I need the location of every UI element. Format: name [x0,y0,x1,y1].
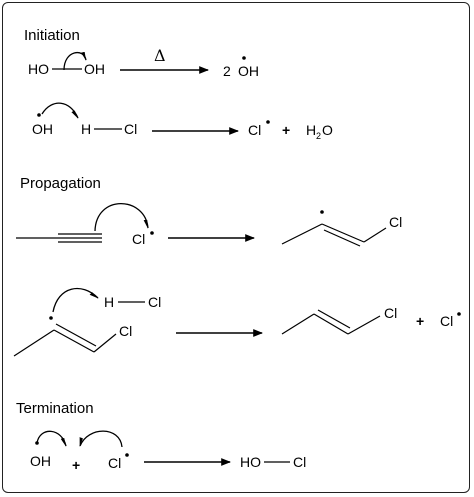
atom-oh: OH [84,61,105,77]
atom-cl: Cl [124,121,137,137]
atom-cl: Cl [389,214,402,230]
plus-sign: + [416,313,424,329]
double-bond-2 [323,229,361,247]
coupling-arrow-right [79,430,123,448]
c-cl-bond [363,227,387,243]
heat-delta: Δ [154,46,166,65]
radical-dot [266,120,270,124]
abstraction-arrow [52,288,99,313]
atom-ho: HO [28,61,49,77]
methyl-bond [281,223,323,245]
atom-h: H [81,121,91,137]
atom-cl: Cl [132,231,145,247]
atom-h: H [104,294,114,310]
double-bond-2 [317,309,351,329]
product-cl: Cl [248,122,261,138]
atom-cl: Cl [293,454,306,470]
addition-arrow [94,203,149,232]
radical-dot [37,113,41,117]
water-subscript: 2 [316,131,321,141]
atom-cl: Cl [384,305,397,321]
water-o: O [322,122,333,138]
homolysis-arrow [63,51,87,71]
coupling-arrow-left [36,430,67,447]
plus-sign: + [72,457,80,473]
double-bond-2 [55,323,97,347]
section-title-termination: Termination [16,400,94,417]
attack-arrow [41,102,79,119]
atom-oh: OH [30,453,51,469]
coefficient-two: 2 [223,63,231,79]
double-bond-1 [313,313,349,335]
water-h: H [306,122,316,138]
methyl-bond [13,329,55,357]
diagram-frame [2,2,470,493]
radical-dot [125,453,129,457]
product-oh: OH [238,63,259,79]
plus-sign: + [282,122,290,138]
radical-dot [49,316,53,320]
section-title-propagation: Propagation [20,175,101,192]
double-bond-1 [53,329,95,353]
radical-dot [320,210,324,214]
c-cl-bond [347,315,381,335]
atom-cl: Cl [108,455,121,471]
atom-cl: Cl [148,294,161,310]
radical-dot [150,231,154,235]
methyl-bond [281,313,315,335]
atom-oh: OH [32,121,53,137]
product-cl: Cl [440,313,453,329]
section-title-initiation: Initiation [24,27,80,44]
atom-cl: Cl [119,323,132,339]
atom-ho: HO [240,454,261,470]
c-cl-bond [93,333,117,353]
radical-dot [457,312,461,316]
double-bond-1 [321,223,365,243]
radical-dot [242,56,246,60]
